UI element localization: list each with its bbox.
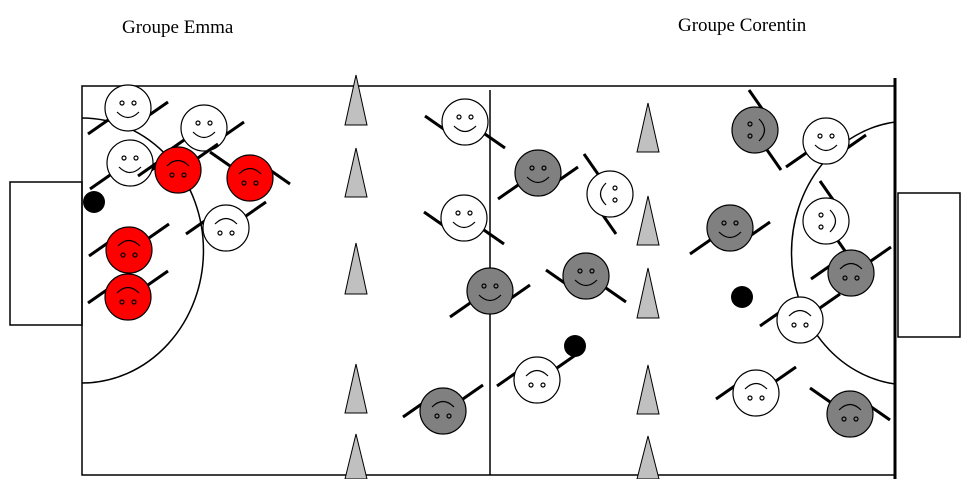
cones-layer [344, 74, 660, 479]
cone-8 [636, 267, 660, 319]
player-red-7 [88, 222, 170, 274]
player-white-15 [496, 352, 578, 404]
player-white-1 [87, 84, 169, 136]
cone-5 [344, 433, 368, 479]
player-white-22 [759, 292, 841, 344]
left-goal-area-arc [81, 117, 205, 384]
right-goal [897, 192, 961, 338]
player-red-8 [87, 269, 169, 321]
player-grey-21 [810, 245, 892, 297]
cone-7 [636, 195, 660, 246]
player-red-5 [209, 150, 291, 202]
cone-10 [636, 435, 660, 479]
player-red-4 [137, 142, 219, 194]
ball-2 [564, 335, 586, 357]
player-white-20 [802, 180, 854, 262]
balls-layer [83, 191, 753, 357]
player-white-11 [582, 153, 634, 235]
player-white-12 [423, 194, 505, 246]
player-grey-14 [545, 252, 627, 304]
player-white-2 [163, 104, 245, 156]
cone-6 [636, 102, 660, 153]
group-label-emma: Groupe Emma [122, 17, 234, 38]
cone-1 [344, 74, 368, 126]
player-grey-17 [731, 89, 783, 171]
player-grey-24 [809, 386, 891, 438]
cone-4 [344, 363, 368, 414]
player-white-9 [424, 98, 506, 150]
ball-1 [83, 191, 105, 213]
cone-2 [344, 147, 368, 198]
player-grey-19 [689, 204, 771, 256]
player-grey-13 [449, 267, 531, 319]
group-label-corentin: Groupe Corentin [678, 15, 807, 36]
left-goal [9, 181, 83, 326]
player-white-18 [785, 117, 867, 169]
cone-9 [636, 364, 660, 415]
player-white-23 [715, 365, 797, 417]
player-grey-10 [497, 149, 579, 201]
cone-3 [344, 242, 368, 295]
player-white-6 [185, 200, 267, 252]
ball-3 [731, 286, 753, 308]
players-layer [87, 84, 892, 438]
player-grey-16 [402, 383, 484, 435]
